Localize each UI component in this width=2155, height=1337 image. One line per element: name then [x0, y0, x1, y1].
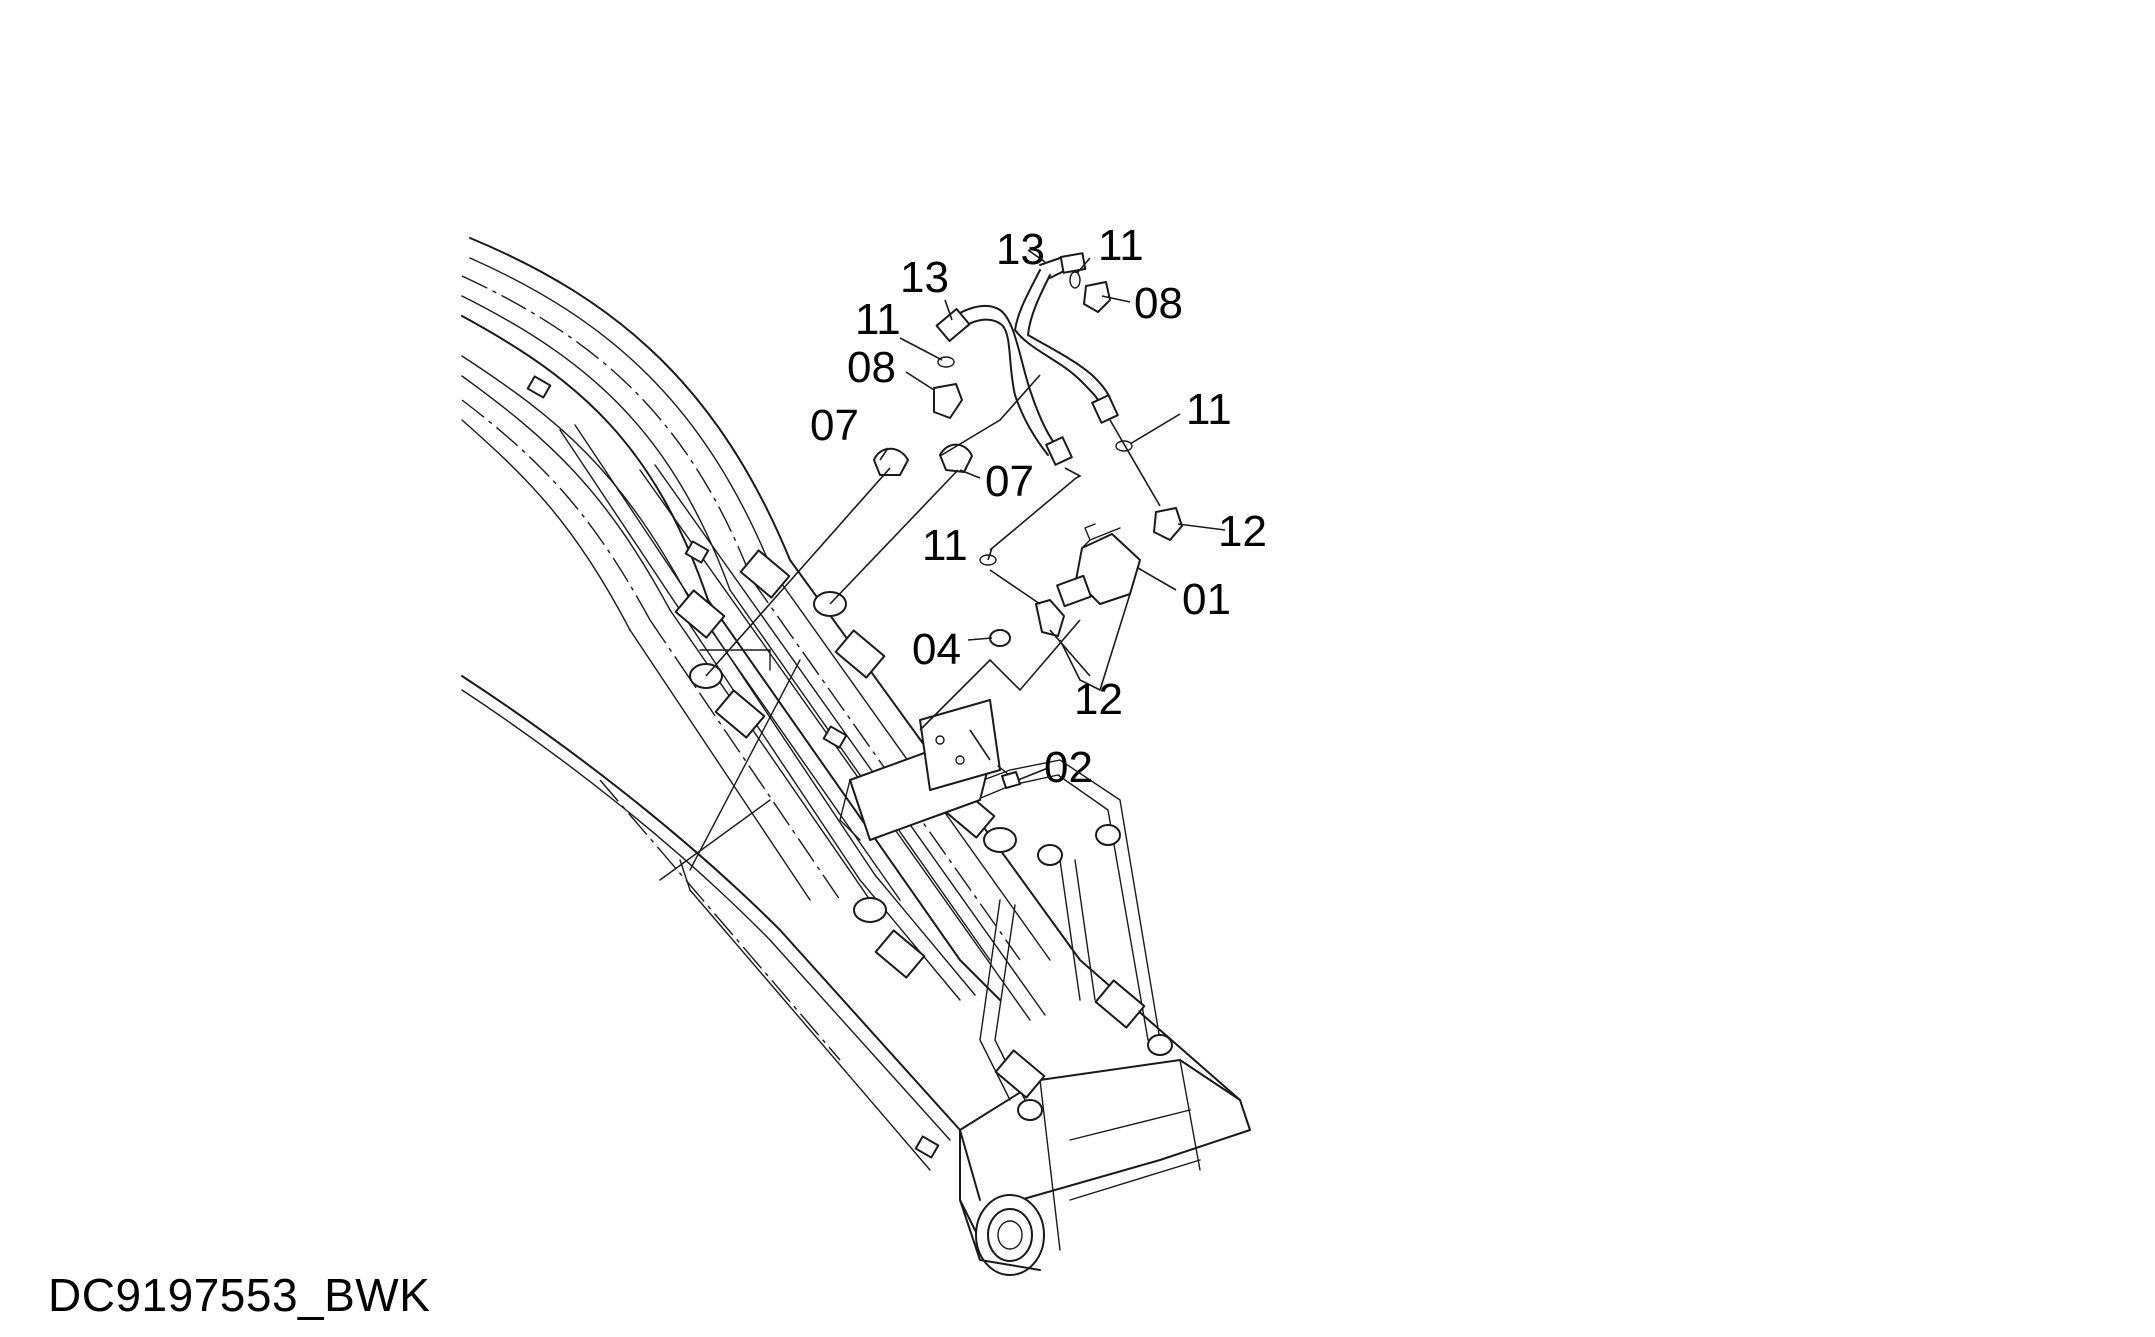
leader-lines [705, 249, 1226, 781]
callout-08-left: 08 [847, 343, 896, 392]
callout-07-right: 07 [985, 457, 1034, 506]
callout-11-middle: 11 [922, 521, 968, 570]
callout-12-right: 12 [1218, 507, 1267, 556]
callout-13-upper: 13 [996, 225, 1045, 274]
exploded-parts [873, 252, 1183, 789]
callout-02: 02 [1044, 743, 1093, 792]
callout-12-lower: 12 [1074, 675, 1123, 724]
document-code: DC9197553_BWK [48, 1269, 431, 1321]
callout-08-upper: 08 [1134, 279, 1183, 328]
callout-13-left: 13 [900, 253, 949, 302]
callout-11-left: 11 [855, 295, 901, 344]
boom-piping [526, 375, 1173, 1159]
callout-11-right: 11 [1186, 385, 1232, 434]
callout-07-left: 07 [810, 401, 859, 450]
boom-arm [461, 237, 1251, 1276]
callout-04: 04 [912, 625, 961, 674]
callout-01: 01 [1182, 575, 1231, 624]
callout-11-upper: 11 [1098, 221, 1144, 270]
callouts: 13 11 08 13 11 08 07 07 11 11 12 01 04 1… [810, 221, 1267, 792]
